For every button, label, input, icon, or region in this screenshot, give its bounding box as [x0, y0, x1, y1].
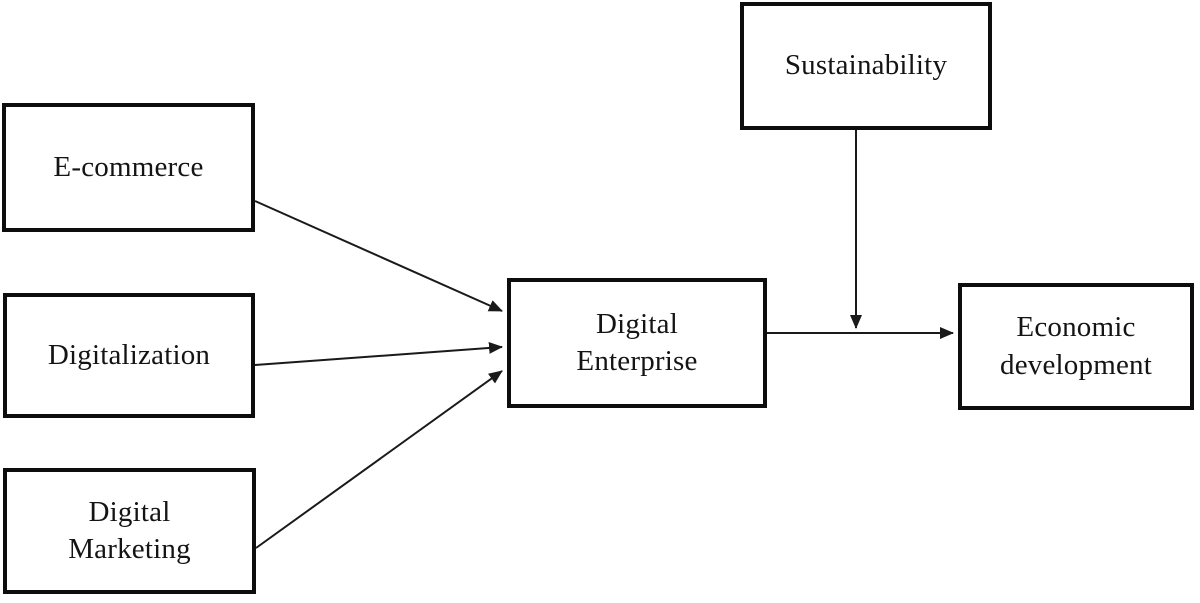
edge-digital-marketing-to-digital-enterprise — [255, 370, 503, 549]
edge-ecommerce-to-digital-enterprise — [254, 200, 503, 312]
node-e-commerce: E-commerce — [2, 103, 255, 232]
node-digital-marketing: Digital Marketing — [3, 468, 256, 594]
node-economic-development: Economic development — [958, 283, 1194, 410]
node-digital-enterprise: Digital Enterprise — [507, 278, 767, 408]
node-economic-development-label: Economic development — [1000, 311, 1152, 381]
node-digitalization: Digitalization — [3, 293, 255, 418]
node-digital-enterprise-label: Digital Enterprise — [576, 307, 698, 377]
node-digital-marketing-label: Digital Marketing — [68, 495, 191, 565]
node-digitalization-label: Digitalization — [47, 338, 211, 371]
edge-digitalization-to-digital-enterprise — [254, 341, 503, 366]
node-e-commerce-label: E-commerce — [53, 150, 204, 183]
node-sustainability: Sustainability — [740, 2, 992, 130]
node-sustainability-label: Sustainability — [784, 49, 948, 82]
